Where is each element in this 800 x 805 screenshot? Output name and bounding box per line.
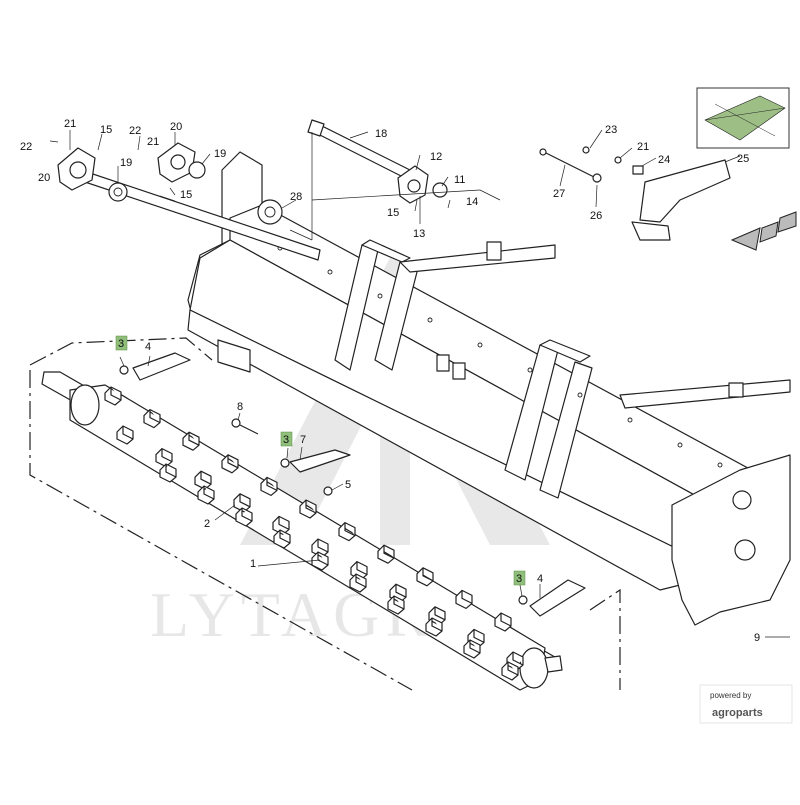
- blade-holder-7: [280, 449, 351, 473]
- powered-by-text: powered by: [710, 691, 751, 700]
- inset-thumbnail: [696, 87, 790, 149]
- blade-holder-4-top: [119, 352, 191, 381]
- flail-blade: [233, 493, 251, 513]
- callout-4b: 4: [537, 573, 543, 585]
- callout-11: 11: [454, 174, 465, 186]
- flail-blade: [273, 529, 291, 549]
- flail-blade: [387, 595, 405, 615]
- callout-3b[interactable]: 3: [283, 434, 289, 446]
- callout-19b: 19: [214, 148, 226, 160]
- highlight-box-3c: [513, 570, 526, 586]
- flail-blades: [104, 386, 524, 681]
- highlight-box-3a: [115, 335, 128, 351]
- callout-21a: 21: [64, 118, 76, 130]
- callout-19a: 19: [120, 157, 132, 169]
- callout-8: 8: [237, 401, 243, 413]
- flail-blade: [425, 617, 443, 637]
- bracket-assembly: [539, 146, 731, 241]
- drive-shaft: [72, 167, 321, 261]
- flail-blade: [338, 522, 356, 542]
- callout-14: 14: [466, 196, 478, 208]
- flail-blade: [299, 499, 317, 519]
- callout-26: 26: [590, 210, 602, 222]
- callout-5: 5: [345, 479, 351, 491]
- flail-blade: [494, 612, 512, 632]
- highlight-box-3b: [280, 431, 293, 447]
- bolt-8: [231, 418, 259, 435]
- callout-3c[interactable]: 3: [516, 573, 522, 585]
- callout-15c: 15: [387, 207, 399, 219]
- callout-27: 27: [553, 188, 565, 200]
- blade-holder-4-bottom: [518, 579, 586, 617]
- flail-blade: [159, 463, 177, 483]
- flail-blade: [311, 538, 329, 558]
- flail-blade: [272, 515, 290, 535]
- flail-blade: [455, 589, 473, 609]
- callout-18: 18: [375, 128, 387, 140]
- flail-blade: [260, 476, 278, 496]
- brand-logo-text: agroparts: [712, 707, 763, 719]
- flail-blade: [155, 448, 173, 468]
- leader-lines: [49, 129, 790, 638]
- callout-1: 1: [250, 558, 256, 570]
- direction-arrow-icon: [730, 211, 797, 251]
- flail-blade: [377, 544, 395, 564]
- callout-15b: 15: [180, 189, 192, 201]
- callout-20b: 20: [170, 121, 182, 133]
- callout-13: 13: [413, 228, 425, 240]
- branding: powered by agroparts: [699, 684, 793, 724]
- rotor-boundary: [29, 337, 621, 691]
- callout-7: 7: [300, 434, 306, 446]
- flail-blade: [428, 606, 446, 626]
- flail-blade: [197, 485, 215, 505]
- flail-blade: [416, 567, 434, 587]
- frame-housing: [187, 151, 791, 626]
- callout-28: 28: [290, 191, 302, 203]
- callout-21c: 21: [637, 141, 649, 153]
- flail-blade: [143, 409, 161, 429]
- callout-2: 2: [204, 518, 210, 530]
- flail-blade: [104, 386, 122, 406]
- callout-3a[interactable]: 3: [118, 338, 124, 350]
- callout-labels: 1 2 3 3 3 4 4 5 7 8 9 11 12 13 14 15 15 …: [20, 118, 760, 644]
- nut-5: [323, 486, 333, 496]
- callout-15a: 15: [100, 124, 112, 136]
- flail-blade: [463, 639, 481, 659]
- callout-4a: 4: [145, 341, 151, 353]
- shaft-18: [307, 119, 411, 179]
- flange-bearing-right: [257, 165, 448, 225]
- flail-blade: [194, 470, 212, 490]
- callout-20a: 20: [38, 172, 50, 184]
- callout-24: 24: [658, 154, 670, 166]
- callout-25: 25: [737, 153, 749, 165]
- rotor-shaft: [41, 371, 563, 691]
- callout-12: 12: [430, 151, 442, 163]
- callout-9: 9: [754, 632, 760, 644]
- callout-21b: 21: [147, 136, 159, 148]
- callout-22b: 22: [129, 125, 141, 137]
- flail-blade: [221, 454, 239, 474]
- callout-23: 23: [605, 124, 617, 136]
- flail-blade: [235, 507, 253, 527]
- flange-bearing-left: [57, 142, 206, 202]
- flail-blade: [182, 431, 200, 451]
- flail-blade: [116, 425, 134, 445]
- callout-22a: 22: [20, 141, 32, 153]
- flail-blade: [501, 661, 519, 681]
- flail-blade: [349, 573, 367, 593]
